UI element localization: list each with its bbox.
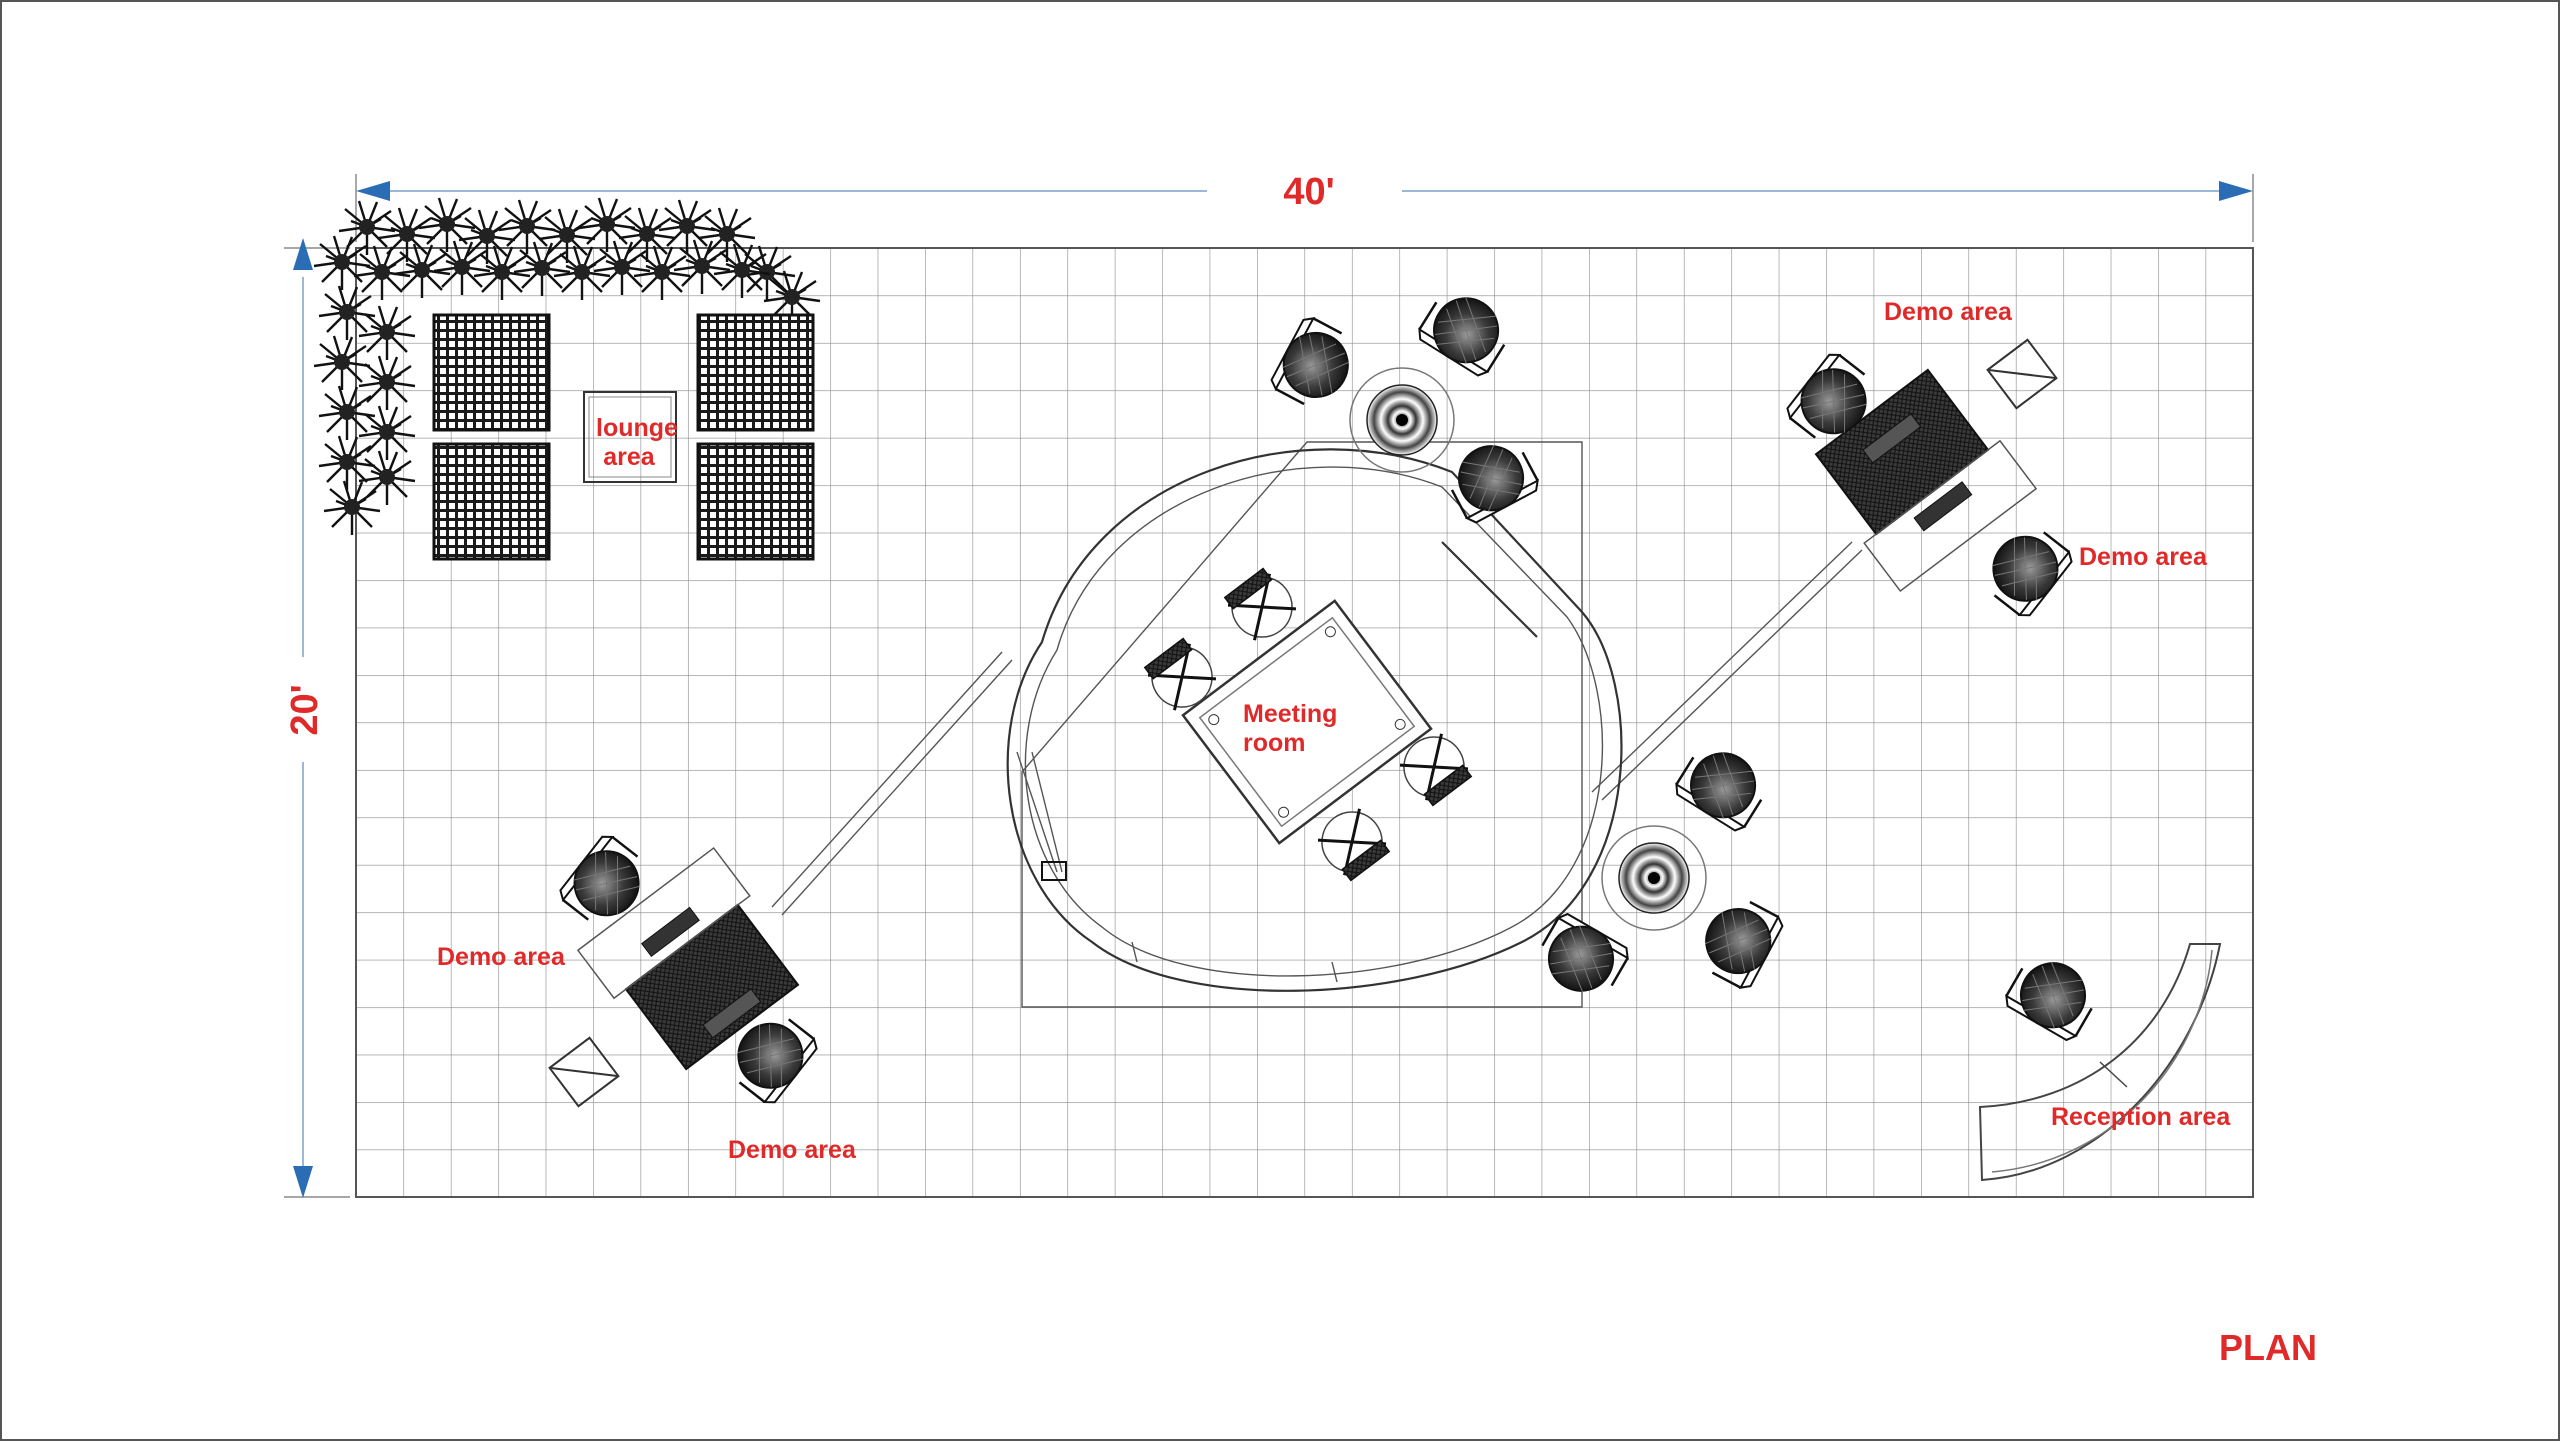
lounge-cube-1 (432, 313, 551, 432)
diagonal-partition (771, 541, 1863, 916)
reception-area-label: Reception area (2051, 1103, 2231, 1131)
lounge-cube-3 (432, 442, 551, 561)
demo-area-label-left: Demo area (437, 943, 566, 971)
plan-title: PLAN (2219, 1327, 2317, 1368)
reception-desk (1978, 943, 2222, 1182)
arrow-down-icon (293, 1166, 313, 1198)
width-dimension-label: 40' (1283, 171, 1334, 213)
lounge-table (583, 391, 677, 483)
demo-station-bottom-left (576, 846, 800, 1071)
arrow-left-icon (356, 181, 390, 201)
arrow-up-icon (293, 238, 313, 270)
cafe-table-top (1349, 367, 1455, 473)
demo-area-label-top-right: Demo area (1884, 298, 2013, 326)
meeting-label-line2: room (1243, 729, 1306, 757)
depth-dimension-line (284, 238, 350, 1198)
cafe-table-bottom (1601, 825, 1707, 931)
lounge-area (312, 196, 822, 561)
demo-area-label-right: Demo area (2079, 543, 2208, 571)
stool-top-right (1986, 338, 2058, 410)
meeting-table (1181, 599, 1433, 845)
width-dimension-line (355, 174, 2254, 242)
arrow-right-icon (2219, 181, 2253, 201)
lounge-cube-2 (696, 313, 815, 432)
depth-dimension-label: 20' (284, 684, 326, 735)
lounge-cube-4 (696, 442, 815, 561)
demo-area-label-bottom: Demo area (728, 1136, 857, 1164)
lounge-label-line1: lounge (596, 414, 678, 442)
stool-bottom-left (548, 1036, 620, 1108)
demo-station-top-right (1814, 368, 2038, 593)
lounge-label-line2: area (603, 443, 656, 471)
meeting-room-enclosure (1006, 441, 1623, 1008)
meeting-label-line1: Meeting (1243, 700, 1337, 728)
